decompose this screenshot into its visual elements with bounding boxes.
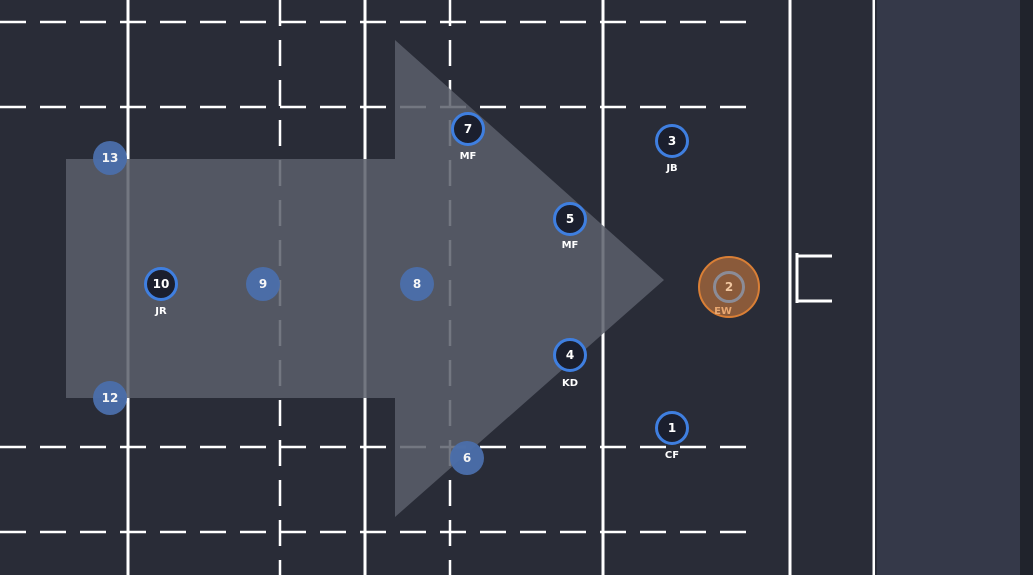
player-9[interactable]: 9 xyxy=(246,267,280,301)
ball-carrier-player-2[interactable]: 2 xyxy=(698,256,760,318)
player-2-number-ring: 2 xyxy=(713,271,745,303)
player-2-label: EW xyxy=(714,306,732,317)
player-10-label: JR xyxy=(155,306,167,317)
player-10[interactable]: 10 xyxy=(144,267,178,301)
player-6[interactable]: 6 xyxy=(450,441,484,475)
player-3-label: JB xyxy=(666,163,678,174)
player-13[interactable]: 13 xyxy=(93,141,127,175)
scrollbar-track[interactable] xyxy=(1020,0,1033,575)
pitch-markings xyxy=(0,0,875,575)
player-8[interactable]: 8 xyxy=(400,267,434,301)
player-7[interactable]: 7 xyxy=(451,112,485,146)
player-3[interactable]: 3 xyxy=(655,124,689,158)
player-12[interactable]: 12 xyxy=(93,381,127,415)
player-1-label: CF xyxy=(664,450,680,461)
player-5[interactable]: 5 xyxy=(553,202,587,236)
player-5-label: MF xyxy=(561,240,579,251)
pitch: 7 MF 3 JB 13 5 MF 10 JR 9 8 2 EW 4 KD 12… xyxy=(0,0,875,575)
goal-posts xyxy=(795,253,832,303)
player-4-label: KD xyxy=(561,378,579,389)
attack-direction-arrow xyxy=(66,40,664,517)
side-panel xyxy=(877,0,1020,575)
player-7-label: MF xyxy=(459,151,477,162)
player-1[interactable]: 1 xyxy=(655,411,689,445)
player-4[interactable]: 4 xyxy=(553,338,587,372)
